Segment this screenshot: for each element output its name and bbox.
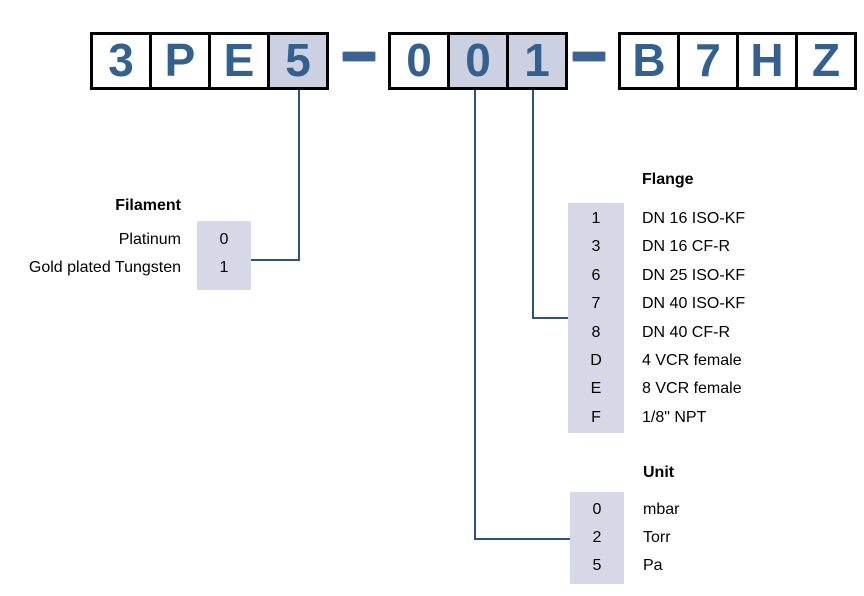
code-box-pos2: P: [149, 32, 211, 90]
filament-legend-title: Filament: [115, 197, 181, 214]
legend-label: DN 16 ISO-KF: [642, 210, 746, 227]
code-box-pos9: 7: [677, 32, 739, 90]
legend-label: DN 40 CF-R: [642, 323, 731, 341]
flange-labels-column: DN 16 ISO-KF DN 16 CF-R DN 25 ISO-KF DN …: [642, 203, 745, 432]
legend-label: 8 VCR female: [642, 380, 742, 398]
code-group-3: B 7 H Z: [618, 32, 857, 90]
legend-value-cell: 7: [591, 295, 601, 313]
unit-legend-title: Unit: [643, 464, 675, 481]
unit-labels-column: mbar Torr Pa: [643, 496, 679, 580]
legend-label: 4 VCR female: [642, 351, 742, 369]
legend-value-cell: D: [590, 351, 602, 369]
legend-label: DN 40 ISO-KF: [642, 295, 746, 313]
legend-value-cell: 0: [592, 501, 602, 518]
code-box-pos3: E: [208, 32, 270, 90]
separator-dash-1: [342, 51, 376, 62]
filament-values-column: 0 1: [197, 221, 251, 290]
flange-values-column: 1 3 6 7 8 D E F: [568, 203, 624, 433]
legend-value-cell: 1: [219, 259, 229, 276]
legend-value-cell: 2: [592, 529, 602, 546]
legend-label: Pa: [643, 557, 663, 574]
flange-legend-title: Flange: [642, 171, 694, 188]
connector-flange-horizontal: [532, 317, 569, 319]
legend-value-cell: 0: [219, 231, 229, 248]
connector-unit-horizontal: [474, 538, 570, 540]
filament-labels-column: Platinum Gold plated Tungsten: [5, 226, 181, 282]
code-box-pos8: B: [618, 32, 680, 90]
code-group-1: 3 P E 5: [90, 32, 329, 90]
legend-value-cell: 5: [592, 557, 602, 574]
code-box-pos5: 0: [388, 32, 450, 90]
connector-filament-vertical: [298, 90, 300, 261]
legend-label: DN 25 ISO-KF: [642, 266, 746, 284]
legend-label: 1/8" NPT: [642, 408, 707, 426]
separator-dash-2: [572, 51, 606, 62]
legend-label: DN 16 CF-R: [642, 238, 731, 256]
connector-flange-vertical: [532, 90, 534, 319]
legend-value-cell: 8: [591, 323, 601, 341]
legend-label: Platinum: [118, 231, 181, 248]
connector-unit-vertical: [474, 90, 476, 540]
code-box-pos10: H: [736, 32, 798, 90]
code-group-2: 0 0 1: [388, 32, 568, 90]
legend-label: Gold plated Tungsten: [28, 259, 181, 276]
legend-value-cell: 1: [591, 210, 601, 227]
legend-value-cell: 3: [591, 238, 601, 256]
legend-value-cell: F: [591, 408, 601, 426]
legend-value-cell: E: [590, 380, 602, 398]
code-box-pos11: Z: [795, 32, 857, 90]
legend-label: Torr: [643, 529, 671, 546]
unit-values-column: 0 2 5: [570, 492, 624, 584]
code-box-pos6-unit: 0: [447, 32, 509, 90]
connector-filament-horizontal: [251, 259, 300, 261]
code-box-pos1: 3: [90, 32, 152, 90]
legend-value-cell: 6: [591, 266, 601, 284]
legend-label: mbar: [643, 501, 680, 518]
code-box-pos7-flange: 1: [506, 32, 568, 90]
code-box-pos4-filament: 5: [267, 32, 329, 90]
